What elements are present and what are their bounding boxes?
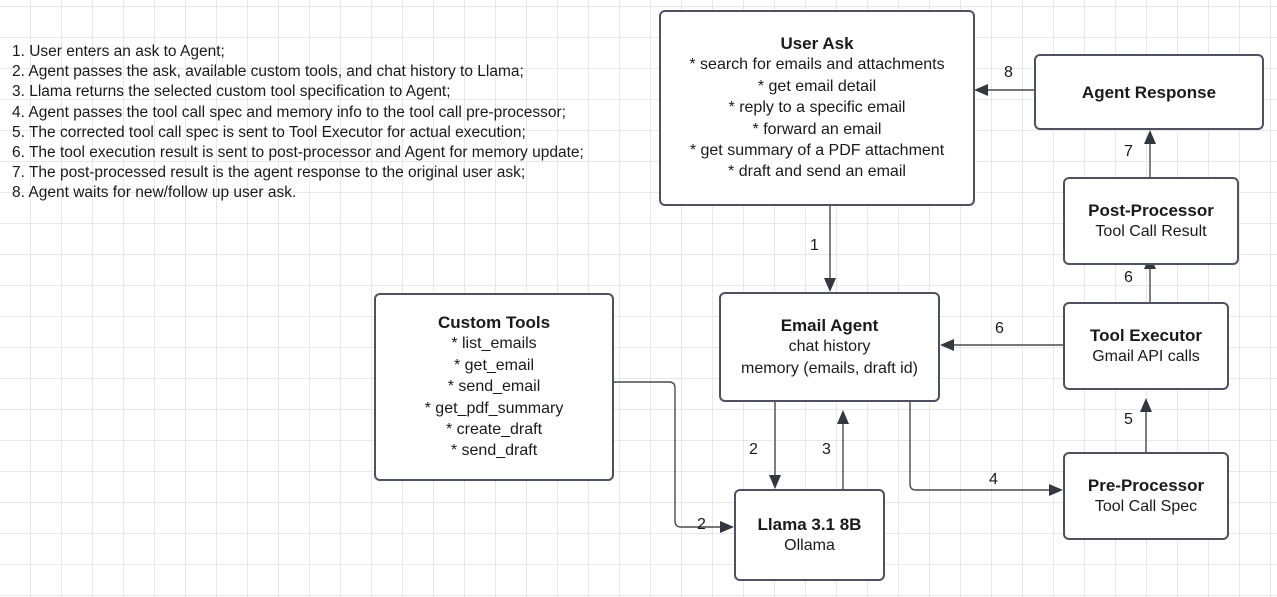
node-line: * send_draft xyxy=(450,442,538,460)
node-line: * create_draft xyxy=(445,420,543,438)
node-line: * list_emails xyxy=(451,335,537,353)
node-custom-tools[interactable]: Custom Tools * list_emails * get_email *… xyxy=(374,293,614,481)
node-title: Tool Executor xyxy=(1089,325,1203,345)
edge-label-3: 3 xyxy=(822,441,831,458)
node-pre-processor[interactable]: Pre-Processor Tool Call Spec xyxy=(1063,452,1229,540)
edge-label-2-agent: 2 xyxy=(749,441,758,458)
node-tool-executor[interactable]: Tool Executor Gmail API calls xyxy=(1063,302,1229,390)
node-line: * forward an email xyxy=(752,120,882,138)
arrowhead-left xyxy=(940,339,954,351)
node-title: Post-Processor xyxy=(1088,200,1214,220)
edge-label-7: 7 xyxy=(1124,143,1133,160)
node-email-agent[interactable]: Email Agent chat history memory (emails,… xyxy=(719,292,940,402)
node-title: Llama 3.1 8B xyxy=(757,514,862,534)
node-title: User Ask xyxy=(780,34,854,54)
legend-step: 3. Llama returns the selected custom too… xyxy=(12,83,451,101)
legend-step: 4. Agent passes the tool call spec and m… xyxy=(12,103,566,121)
node-title: Email Agent xyxy=(780,316,879,336)
node-line: * get summary of a PDF attachment xyxy=(689,141,945,159)
edge-label-6-post: 6 xyxy=(1124,269,1133,286)
node-user-ask[interactable]: User Ask * search for emails and attachm… xyxy=(659,10,975,206)
node-post-processor[interactable]: Post-Processor Tool Call Result xyxy=(1063,177,1239,265)
node-line: Ollama xyxy=(784,536,835,554)
node-agent-response[interactable]: Agent Response xyxy=(1034,54,1264,130)
arrowhead-right xyxy=(1049,484,1063,496)
node-line: * get_email xyxy=(453,356,535,374)
arrowhead-left xyxy=(974,84,988,96)
arrowhead-down xyxy=(769,475,781,489)
node-line: * reply to a specific email xyxy=(728,99,906,117)
legend-step: 2. Agent passes the ask, available custo… xyxy=(12,63,524,81)
legend-step: 6. The tool execution result is sent to … xyxy=(12,144,584,162)
arrowhead-up xyxy=(1144,130,1156,144)
node-line: * send_email xyxy=(447,378,541,396)
node-line: Gmail API calls xyxy=(1092,347,1200,365)
legend-step: 1. User enters an ask to Agent; xyxy=(12,43,225,60)
edge-custom-tools-to-llama xyxy=(614,381,724,528)
edge-label-1: 1 xyxy=(810,237,819,254)
edge-label-4: 4 xyxy=(989,471,998,488)
node-line: * get email detail xyxy=(757,77,877,95)
node-llama[interactable]: Llama 3.1 8B Ollama xyxy=(734,489,885,581)
edge-label-2-tools: 2 xyxy=(697,516,706,533)
node-line: Tool Call Spec xyxy=(1094,497,1198,515)
node-title: Agent Response xyxy=(1081,82,1217,102)
edge-label-6-agent: 6 xyxy=(995,320,1004,337)
arrowhead-right xyxy=(720,521,734,533)
edge-label-8: 8 xyxy=(1004,64,1013,81)
arrowhead-up xyxy=(837,410,849,424)
node-title: Custom Tools xyxy=(437,313,551,333)
node-line: memory (emails, draft id) xyxy=(741,359,918,377)
legend-step: 5. The corrected tool call spec is sent … xyxy=(12,123,526,141)
legend-step: 8. Agent waits for new/follow up user as… xyxy=(12,184,297,202)
process-steps-legend: 1. User enters an ask to Agent; 2. Agent… xyxy=(12,42,637,204)
arrowhead-down xyxy=(824,278,836,292)
node-line: * draft and send an email xyxy=(728,163,906,181)
node-title: Pre-Processor xyxy=(1087,475,1205,495)
edge-label-5: 5 xyxy=(1124,411,1133,428)
node-line: * get_pdf_summary xyxy=(424,399,564,417)
node-line: * search for emails and attachments xyxy=(689,56,945,74)
legend-step: 7. The post-processed result is the agen… xyxy=(12,164,526,182)
node-line: chat history xyxy=(788,338,871,356)
edge-email-agent-to-pre-processor xyxy=(909,402,1053,491)
node-line: Tool Call Result xyxy=(1095,222,1207,240)
arrowhead-up xyxy=(1140,398,1152,412)
